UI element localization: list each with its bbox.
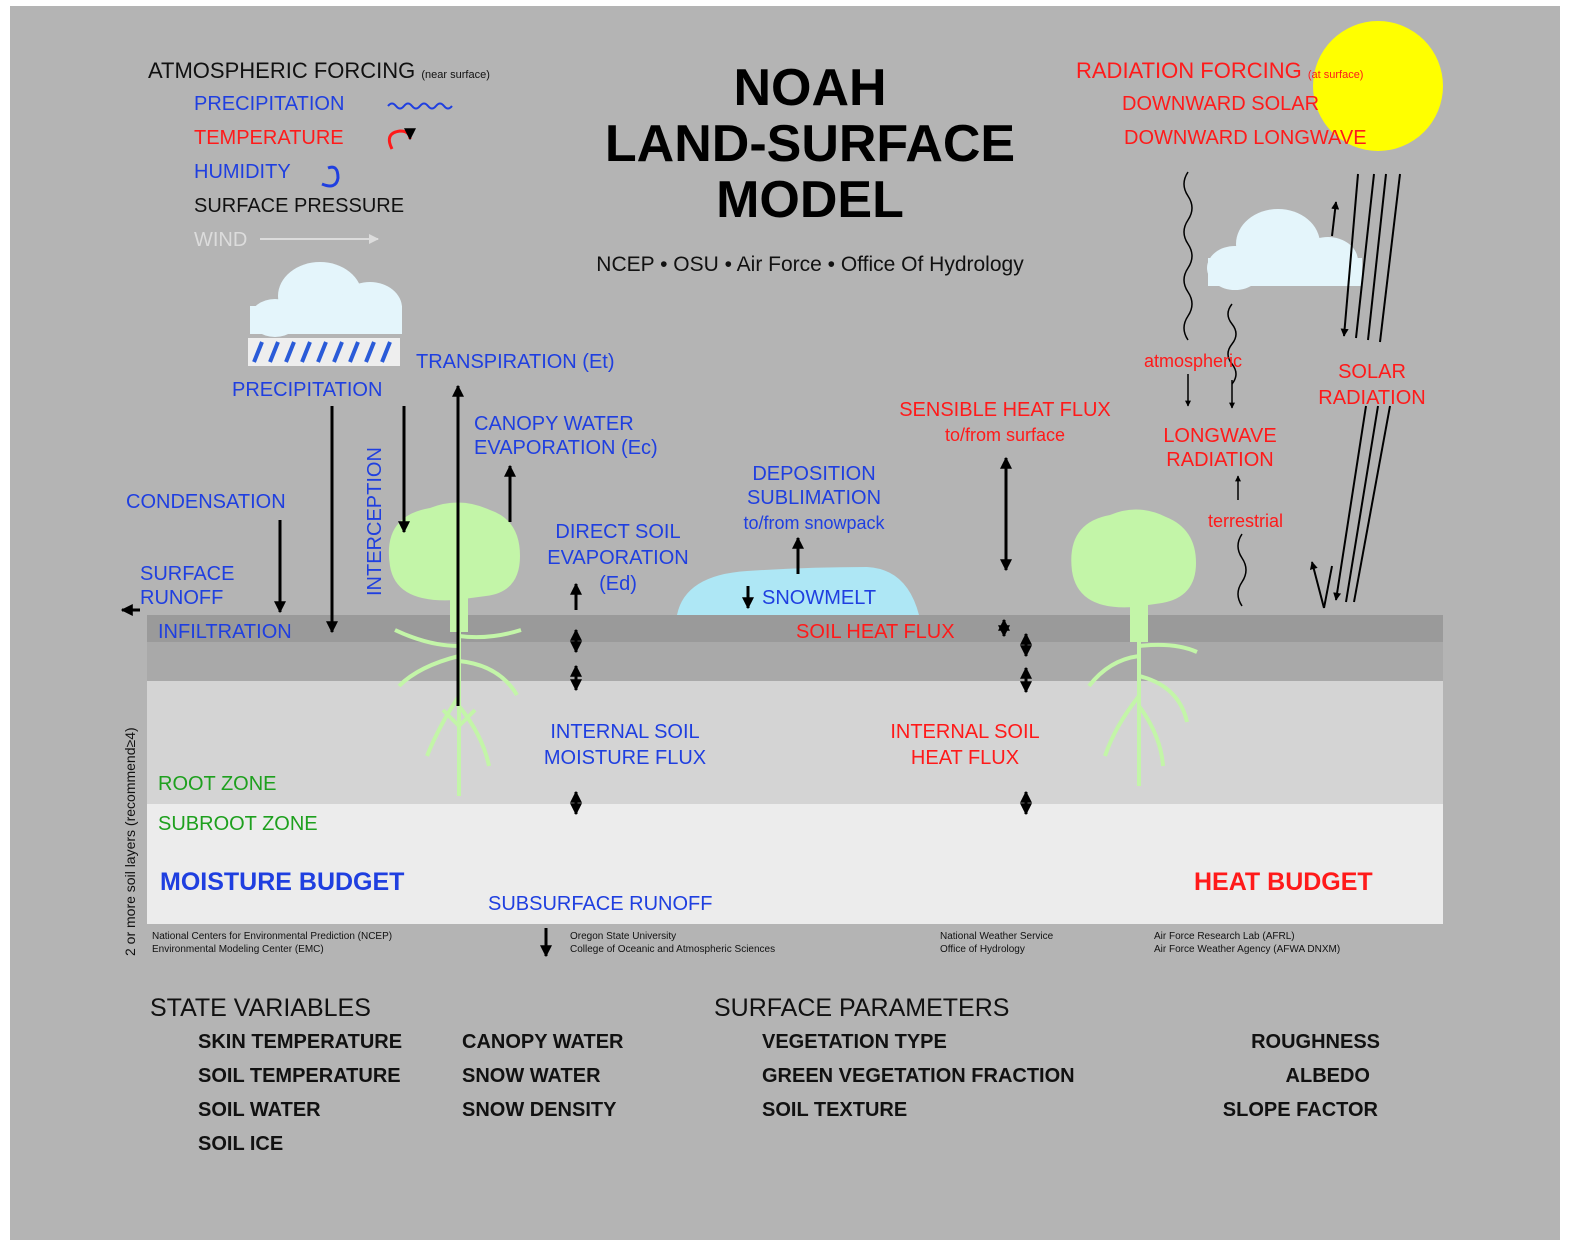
soil-heat-flux-label: SOIL HEAT FLUX — [796, 621, 955, 643]
credit-osu: Oregon State University College of Ocean… — [570, 931, 775, 956]
snowmelt-label: SNOWMELT — [762, 587, 877, 609]
param-roughness: ROUGHNESS — [1251, 1031, 1380, 1053]
precipitation-label: PRECIPITATION — [232, 379, 383, 401]
state-var-soil-water: SOIL WATER — [198, 1099, 321, 1121]
atmospheric-forcing-title: ATMOSPHERIC FORCING — [148, 58, 416, 83]
internal-heat-label-2: HEAT FLUX — [910, 747, 1020, 769]
solar-rays — [1309, 173, 1401, 609]
credit-afrl: Air Force Research Lab (AFRL) Air Force … — [1154, 931, 1340, 956]
credit-nws-line-2: Office of Hydrology — [940, 943, 1025, 955]
state-var-skin-temperature: SKIN TEMPERATURE — [198, 1031, 403, 1053]
snowpack-icon — [677, 567, 919, 615]
soil-layers-note: 2 or more soil layers (recommend≥4) — [122, 727, 138, 956]
subroot-zone-label: SUBROOT ZONE — [158, 813, 318, 835]
sensible-heat-label-1: SENSIBLE HEAT FLUX — [899, 399, 1111, 421]
direct-soil-label-3: (Ed) — [599, 573, 637, 595]
page-title: NOAH LAND-SURFACE MODEL — [550, 59, 1070, 230]
forcing-downward-longwave: DOWNWARD LONGWAVE — [1124, 127, 1367, 149]
solar-label-1: SOLAR — [1338, 361, 1406, 383]
state-var-snow-water: SNOW WATER — [462, 1065, 601, 1087]
title-line-1: NOAH — [733, 59, 887, 117]
rain-icon — [248, 338, 400, 366]
title-line-2: LAND-SURFACE — [604, 115, 1016, 174]
diagram-graphics — [120, 21, 1443, 958]
longwave-label-2: RADIATION — [1166, 449, 1274, 471]
param-albedo: ALBEDO — [1285, 1065, 1370, 1087]
forcing-downward-solar: DOWNWARD SOLAR — [1122, 93, 1320, 115]
sun-icon — [1313, 21, 1443, 151]
longwave-label-1: LONGWAVE — [1163, 425, 1277, 447]
canopy-evap-label-2: EVAPORATION (Ec) — [474, 437, 658, 459]
heat-budget-label: HEAT BUDGET — [1194, 868, 1373, 896]
credit-osu-line-1: Oregon State University — [570, 931, 677, 942]
deposition-label-3: to/from snowpack — [743, 513, 885, 533]
condensation-label: CONDENSATION — [126, 491, 286, 513]
partners-line: NCEP • OSU • Air Force • Office Of Hydro… — [596, 253, 1024, 276]
transpiration-label: TRANSPIRATION (Et) — [416, 351, 615, 373]
state-var-canopy-water: CANOPY WATER — [462, 1031, 624, 1053]
tree-icon-right — [1071, 509, 1198, 786]
moisture-budget-label: MOISTURE BUDGET — [160, 868, 405, 896]
credit-afrl-line-2: Air Force Weather Agency (AFWA DNXM) — [1154, 943, 1341, 955]
credit-nws-line-1: National Weather Service — [940, 931, 1054, 942]
forcing-humidity: HUMIDITY — [194, 161, 291, 183]
surface-parameters-heading: SURFACE PARAMETERS — [714, 994, 1010, 1022]
surface-layer — [147, 615, 1443, 642]
root-zone-layer — [147, 681, 1443, 804]
forcing-surface-pressure: SURFACE PRESSURE — [194, 195, 405, 217]
canopy-evap-label-1: CANOPY WATER — [474, 413, 634, 435]
atmospheric-forcing-heading: ATMOSPHERIC FORCING (near surface) — [148, 60, 490, 82]
soil-layer-2 — [147, 642, 1443, 681]
precipitation-wave-icon — [387, 102, 453, 110]
internal-moisture-label-1: INTERNAL SOIL — [550, 721, 700, 743]
surface-runoff-label-2: RUNOFF — [140, 587, 224, 609]
diagram-frame: ATMOSPHERIC FORCING (near surface) PRECI… — [10, 6, 1560, 1240]
solar-label-2: RADIATION — [1318, 387, 1426, 409]
cloud-icon-right — [1207, 209, 1362, 290]
subsurface-runoff-label: SUBSURFACE RUNOFF — [488, 893, 713, 915]
forcing-temperature: TEMPERATURE — [194, 127, 344, 149]
internal-moisture-label-2: MOISTURE FLUX — [543, 747, 707, 769]
atmospheric-forcing-qualifier: (near surface) — [421, 69, 490, 81]
param-green-vegetation-fraction: GREEN VEGETATION FRACTION — [762, 1065, 1075, 1087]
direct-soil-label-2: EVAPORATION — [547, 547, 689, 569]
direct-soil-label-1: DIRECT SOIL — [555, 521, 681, 543]
credit-osu-line-2: College of Oceanic and Atmospheric Scien… — [570, 943, 776, 955]
radiation-forcing-qualifier: (at surface) — [1307, 69, 1364, 81]
deposition-label-1: DEPOSITION — [752, 463, 876, 485]
state-var-snow-density: SNOW DENSITY — [462, 1099, 617, 1121]
radiation-forcing-title: RADIATION FORCING — [1076, 58, 1302, 83]
credit-ncep-line-2: Environmental Modeling Center (EMC) — [152, 943, 324, 955]
state-var-soil-temperature: SOIL TEMPERATURE — [198, 1065, 401, 1087]
forcing-wind: WIND — [194, 229, 248, 251]
infiltration-label: INFILTRATION — [158, 621, 292, 643]
humidity-curl-icon — [321, 165, 340, 188]
credit-nws: National Weather Service Office of Hydro… — [940, 931, 1053, 956]
credit-ncep: National Centers for Environmental Predi… — [152, 931, 392, 956]
sensible-heat-label-2: to/from surface — [944, 425, 1066, 445]
internal-heat-label-1: INTERNAL SOIL — [890, 721, 1040, 743]
param-vegetation-type: VEGETATION TYPE — [762, 1031, 947, 1053]
cloud-icon — [250, 262, 402, 337]
temperature-curl-icon — [387, 128, 416, 150]
state-variables-heading: STATE VARIABLES — [150, 994, 371, 1022]
subroot-zone-layer — [147, 804, 1443, 924]
forcing-precipitation: PRECIPITATION — [194, 93, 345, 115]
deposition-label-2: SUBLIMATION — [746, 487, 882, 509]
credit-afrl-line-1: Air Force Research Lab (AFRL) — [1154, 931, 1295, 942]
state-var-soil-ice: SOIL ICE — [198, 1133, 284, 1155]
surface-runoff-label-1: SURFACE — [140, 563, 235, 585]
title-line-3: MODEL — [716, 171, 904, 230]
root-zone-label: ROOT ZONE — [158, 773, 277, 795]
param-soil-texture: SOIL TEXTURE — [762, 1099, 908, 1121]
longwave-squiggles — [1183, 171, 1247, 607]
param-slope-factor: SLOPE FACTOR — [1222, 1099, 1378, 1121]
radiation-forcing-heading: RADIATION FORCING (at surface) — [1076, 60, 1363, 82]
terrestrial-label: terrestrial — [1208, 511, 1284, 531]
atmospheric-label: atmospheric — [1144, 351, 1243, 371]
credit-ncep-line-1: National Centers for Environmental Predi… — [152, 931, 393, 942]
interception-label: INTERCEPTION — [364, 447, 386, 596]
